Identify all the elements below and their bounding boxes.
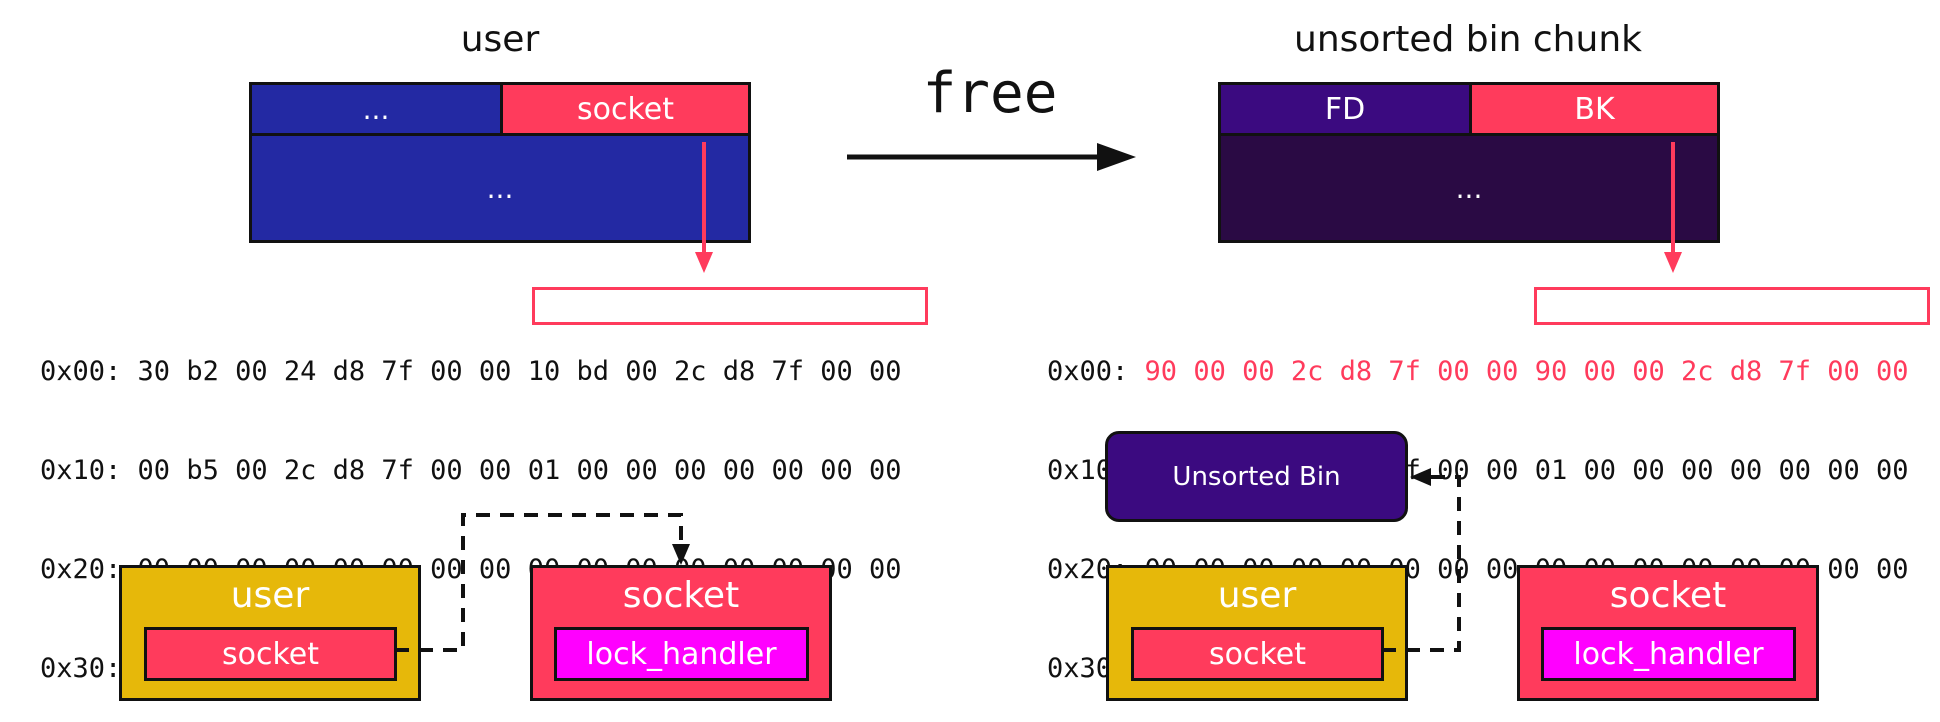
right-chunk-title: unsorted bin chunk [1294, 19, 1642, 60]
struct-field-socket: socket [144, 627, 397, 681]
right-chunk-body: ... [1218, 133, 1720, 243]
right-socket-struct: socket lock_handler [1517, 565, 1819, 701]
left-user-struct: user socket [119, 565, 421, 701]
right-hex-highlight [1534, 287, 1930, 325]
left-hex-highlight [532, 287, 928, 325]
struct-title: socket [622, 575, 740, 616]
struct-field-socket: socket [1131, 627, 1384, 681]
left-chunk-title: user [460, 19, 540, 60]
struct-field-lock-handler: lock_handler [1541, 627, 1796, 681]
right-chunk-cell-fd: FD [1218, 82, 1472, 136]
left-chunk-body: ... [249, 133, 751, 243]
struct-field-lock-handler: lock_handler [554, 627, 809, 681]
hex-row: 0x00: 30 b2 00 24 d8 7f 00 00 10 bd 00 2… [40, 356, 902, 387]
right-dashed-connector [1382, 468, 1461, 652]
right-pointer-arrow [1664, 142, 1682, 273]
left-chunk-cell-socket: socket [500, 82, 751, 136]
hex-row: 0x00: 90 00 00 2c d8 7f 00 00 90 00 00 2… [1047, 356, 1909, 387]
unsorted-bin-node: Unsorted Bin [1105, 431, 1408, 522]
struct-title: user [1217, 575, 1297, 616]
free-label: free [922, 61, 1058, 126]
left-dashed-connector [395, 513, 690, 652]
struct-title: user [230, 575, 310, 616]
free-arrow [847, 143, 1136, 171]
left-pointer-arrow [695, 142, 713, 273]
hex-row: 0x10: 00 b5 00 2c d8 7f 00 00 01 00 00 0… [40, 455, 902, 486]
left-socket-struct: socket lock_handler [530, 565, 832, 701]
right-user-struct: user socket [1106, 565, 1408, 701]
struct-title: socket [1609, 575, 1727, 616]
